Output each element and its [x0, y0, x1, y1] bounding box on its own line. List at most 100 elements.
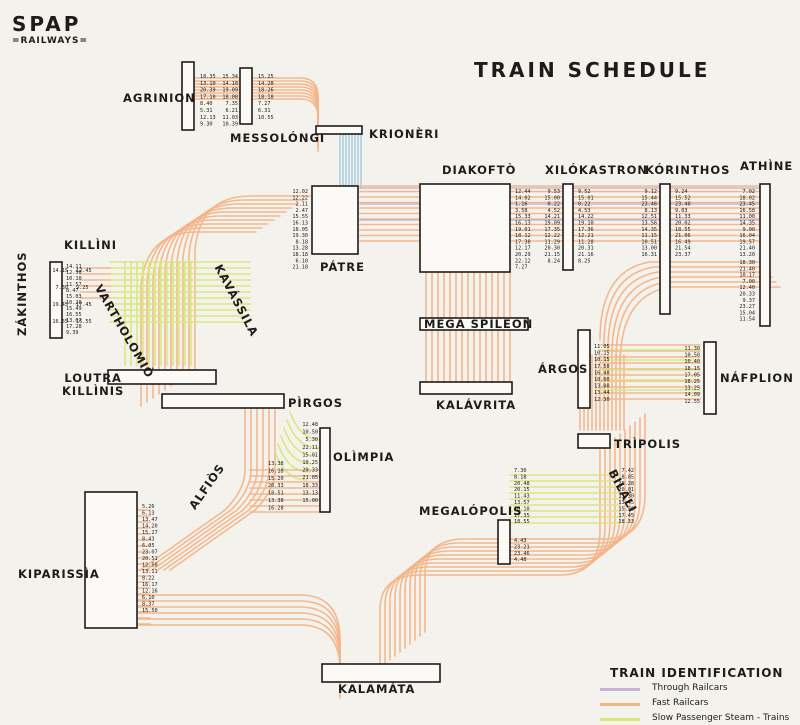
timetable-entry: 8.40 [200, 101, 213, 107]
timetable-entry: 17.05 [684, 372, 700, 378]
timetable-entry: 12.55 [684, 399, 700, 405]
timetable-entry: 16.49 [675, 239, 691, 245]
timetable-entry: 23.45 [739, 202, 755, 208]
timetable-entry: 6.10 [296, 258, 309, 264]
timetable-entry: 16.55 [52, 319, 68, 325]
timetable-entry: 9.37 [743, 298, 756, 304]
timetable-entry: 14.35 [739, 221, 755, 227]
timetable-entry: 6.10 [142, 595, 155, 601]
timetable-entry: 10.50 [684, 353, 700, 359]
timetable-entry: 23.21 [514, 544, 530, 550]
legend-label-slow: Slow Passenger Steam - Trains [652, 713, 790, 723]
timetable-entry: 2.47 [296, 208, 309, 214]
station-box-megalopolis [497, 519, 511, 565]
kalamata-tripolis-line [409, 425, 631, 645]
station-label-pirgos: PÌRGOS [288, 396, 344, 410]
timetable-entry: 17.28 [66, 324, 82, 330]
timetable-entry: 4.53 [578, 208, 591, 214]
timetable-entry: 9.39 [66, 330, 79, 336]
argos-korinthos-line [607, 271, 769, 351]
timetable-entry: 14.28 [258, 81, 274, 87]
timetable-entry: 11.05 [594, 344, 610, 350]
timetable-entry: 13.45 [618, 500, 634, 506]
station-label-tripolis: TRÌPOLIS [614, 437, 682, 451]
timetable-entry: 15.55 [292, 214, 308, 220]
argos-korinthos-line [603, 266, 765, 346]
legend-swatch-through [600, 688, 640, 691]
timetable-entry: 18.55 [675, 227, 691, 233]
timetable-entry: 12.30 [594, 397, 610, 403]
timetable-entry: 13.00 [594, 384, 610, 390]
timetable-entry: 9.25 [76, 285, 89, 291]
timetable-entry: 7.00 [743, 279, 756, 285]
timetable-entry: 4.43 [514, 538, 527, 544]
timetable-entry: 18.35 [200, 74, 216, 80]
timetable-entry: 7.42 [622, 468, 635, 474]
timetable-entry: 22.12 [515, 258, 531, 264]
timetable-entry: 11.43 [514, 494, 530, 500]
timetable-entry: 9.00 [743, 227, 756, 233]
timetable-entry: 10.25 [302, 460, 318, 466]
timetable-entry: 12.22 [292, 195, 308, 201]
timetable-entry: 18.25 [684, 379, 700, 385]
timetable-entry: 13.10 [200, 81, 216, 87]
timetable-entry: 13.38 [268, 498, 284, 504]
timetable-entry: 12.50 [66, 270, 82, 276]
timetable-entry: 12.22 [544, 233, 560, 239]
timetable-entry: 8.05 [622, 474, 635, 480]
timetable-entry: 21.40 [739, 246, 755, 252]
timetable-entry: 18.33 [618, 519, 634, 525]
timetable-entry: 19.09 [222, 88, 238, 94]
timetable-entry: 6.31 [258, 108, 271, 114]
timetable-entry: 13.38 [268, 461, 284, 467]
timetable-entry: 16.28 [268, 505, 284, 511]
timetable-entry: 7.30 [56, 285, 69, 291]
legend-item-slow: Slow Passenger Steam - Trains [600, 713, 796, 725]
timetable-entry: 12.17 [515, 246, 531, 252]
timetable-entry: 15.34 [222, 74, 238, 80]
timetable-entry: 15.56 [618, 506, 634, 512]
kalamata-tripolis-line [384, 445, 606, 665]
timetable-entry: 15.33 [515, 214, 531, 220]
timetable-entry: 21.05 [302, 475, 318, 481]
timetable-entry: 20.31 [578, 246, 594, 252]
timetable-entry: 11.29 [544, 239, 560, 245]
timetable-entry: 16.40 [594, 370, 610, 376]
timetable-entry: 16.55 [76, 319, 92, 325]
legend-label-fast: Fast Railcars [652, 698, 709, 708]
timetable-entry: 21.18 [292, 265, 308, 271]
station-label-nafplion: NÁFPLION [720, 371, 794, 385]
station-label-diakofto: DIAKOFTÒ [442, 163, 517, 177]
timetable-entry: 23.46 [641, 202, 657, 208]
timetable-entry: 16.55 [66, 312, 82, 318]
timetable-entry: 7.35 [226, 101, 239, 107]
station-label-athine: ATHÌNE [740, 159, 794, 173]
kiparissia-kalamata-line [119, 612, 341, 687]
timetable-entry: 10.10 [66, 276, 82, 282]
patre-pirgos-line [140, 231, 257, 407]
timetable-entry: 9.53 [548, 189, 561, 195]
timetable-entry: 15.25 [258, 74, 274, 80]
timetable-entry: 17.38 [515, 239, 531, 245]
timetable-entry: 9.12 [645, 189, 658, 195]
kiparissia-kalamata-line [119, 624, 341, 699]
timetable-entry: 17.45 [76, 302, 92, 308]
timetable-entry: 16.17 [142, 582, 158, 588]
timetable-entry: 13.20 [739, 252, 755, 258]
station-label-loutra-killinis: LOUTRA KILLÌNIS [62, 371, 125, 398]
timetable-entry: 18.02 [739, 195, 755, 201]
timetable-entry: 4.52 [548, 208, 561, 214]
timetable-entry: 18.55 [514, 519, 530, 525]
timetable-entry: 19.30 [292, 233, 308, 239]
station-box-loutra-killinis [107, 369, 217, 385]
station-box-nafplion [703, 341, 717, 415]
timetable-entry: 12.45 [76, 268, 92, 274]
pirgos-kiparissia-line [163, 399, 270, 571]
timetable-entry: 15.03 [66, 294, 82, 300]
station-box-pirgos [161, 393, 285, 409]
timetable-entry: 16.10 [514, 506, 530, 512]
timetable-entry: 12.21 [578, 233, 594, 239]
timetable-entry: 20.28 [618, 481, 634, 487]
timetable-entry: 18.18 [258, 94, 274, 100]
station-box-krioneri [315, 125, 363, 135]
